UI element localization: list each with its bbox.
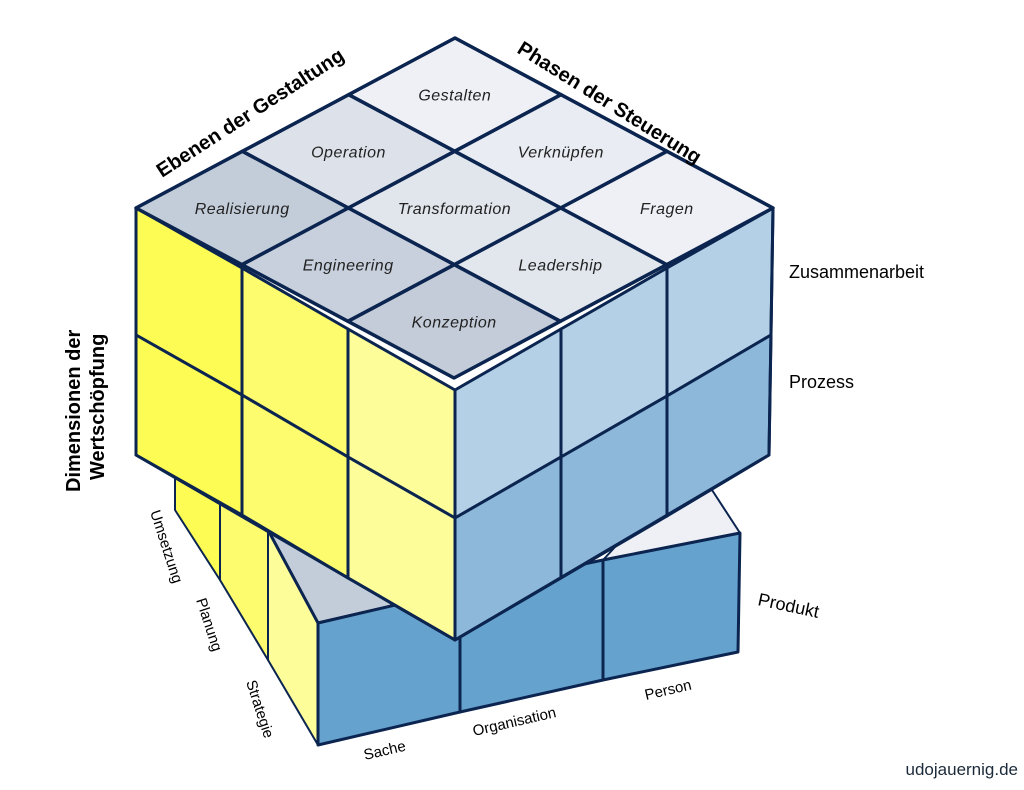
- top-cell-label: Fragen: [640, 201, 694, 218]
- top-cell-label: Transformation: [398, 201, 511, 218]
- label-strategie: Strategie: [242, 678, 277, 740]
- label-zusammenarbeit: Zusammenarbeit: [789, 262, 924, 282]
- top-cell-label: Konzeption: [412, 314, 497, 331]
- upper-block-outline: [134, 36, 775, 642]
- label-umsetzung: Umsetzung: [146, 508, 186, 585]
- label-produkt: Produkt: [756, 589, 821, 621]
- label-organisation: Organisation: [471, 704, 558, 740]
- top-cell-label: Verknüpfen: [518, 144, 604, 161]
- label-sache: Sache: [362, 738, 407, 764]
- label-prozess: Prozess: [789, 372, 854, 392]
- top-cell-label: Realisierung: [195, 201, 290, 218]
- bottom-layer: [174, 477, 742, 747]
- axis-title-dimensionen-line1: Dimensionen der: [63, 330, 85, 492]
- watermark: udojauernig.de: [905, 760, 1018, 779]
- label-person: Person: [643, 677, 693, 704]
- top-cell-label: Engineering: [303, 258, 394, 275]
- axis-title-dimensionen-line2: Wertschöpfung: [87, 334, 109, 480]
- lower-blue-face-person: [601, 531, 742, 682]
- top-cell-label: Gestalten: [418, 88, 491, 105]
- label-planung: Planung: [192, 596, 225, 654]
- top-cell-label: Operation: [311, 144, 386, 161]
- top-cell-label: Leadership: [518, 258, 602, 275]
- top-cell-konzeption: [346, 262, 563, 380]
